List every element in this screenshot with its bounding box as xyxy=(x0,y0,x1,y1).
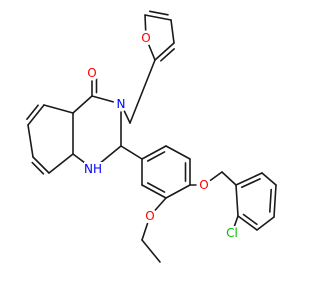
ethoxy-oxygen-label: O xyxy=(145,209,154,223)
bond-Ba4-C8a xyxy=(48,153,74,174)
ether-oxygen-label: O xyxy=(199,178,208,192)
furan-oxygen-atom: O xyxy=(138,30,154,46)
bond-Q5-Q6 xyxy=(237,215,258,231)
bond-R1-R2 xyxy=(141,145,167,160)
bond-Ba2-Ba3 xyxy=(27,124,34,158)
bond-R5-R6 xyxy=(141,184,167,199)
ethoxy-oxygen-atom: O xyxy=(142,208,158,224)
bond-CH2a-F2 xyxy=(129,59,156,124)
chemical-structure-diagram: O O N NH O O Cl xyxy=(26,10,277,263)
bond-layer xyxy=(26,10,277,263)
atom-label-layer: O O N NH O O Cl xyxy=(84,30,241,240)
double-bond-Q3-Q4 xyxy=(269,188,273,213)
double-bond-Ba1-Ba2 xyxy=(26,104,39,120)
n1-h-label: NH xyxy=(84,162,102,176)
carbonyl-oxygen-atom: O xyxy=(84,65,100,81)
double-bond-F2-F3 xyxy=(160,48,175,62)
bond-Ba3-Ba4 xyxy=(32,156,50,174)
bond-F3-F4 xyxy=(170,19,175,44)
bond-C4a-C4 xyxy=(72,95,93,114)
bond-C2-R1 xyxy=(120,145,143,160)
bond-Et1-Et2 xyxy=(141,239,161,263)
double-bond-R5-R6 xyxy=(146,182,166,193)
bond-R4-R5 xyxy=(165,184,191,199)
n3-atom: N xyxy=(113,96,129,112)
furan-oxygen-label: O xyxy=(141,31,150,45)
chlorine-atom: Cl xyxy=(223,226,241,240)
bond-Q2-Q3 xyxy=(261,172,277,186)
bond-Q4-Q5 xyxy=(256,216,275,231)
n3-label: N xyxy=(117,97,126,111)
bond-F4-F5 xyxy=(144,14,172,21)
bond-Q3-Q4 xyxy=(273,184,277,218)
ether-oxygen-atom: O xyxy=(196,177,212,193)
double-bond-Ba3-Ba4 xyxy=(31,161,45,175)
carbonyl-oxygen-label: O xyxy=(87,66,96,80)
bond-R2-R3 xyxy=(165,145,191,160)
double-bond-Q5-Q6 xyxy=(242,213,258,226)
double-bond-F4-F5 xyxy=(148,10,169,16)
double-bond-Q1-Q2 xyxy=(240,178,261,189)
bond-F2-F3 xyxy=(154,42,175,61)
bond-C4a-Ba1 xyxy=(43,104,74,114)
bond-Ba1-Ba2 xyxy=(27,104,45,126)
bond-Q1-Q2 xyxy=(235,172,263,186)
n1-h-atom: NH xyxy=(84,162,103,176)
chlorine-label: Cl xyxy=(226,226,238,240)
bond-CH2b-Q1 xyxy=(221,171,237,186)
double-bond-R1-R2 xyxy=(146,151,166,162)
bond-Q6-Q1 xyxy=(235,184,239,217)
